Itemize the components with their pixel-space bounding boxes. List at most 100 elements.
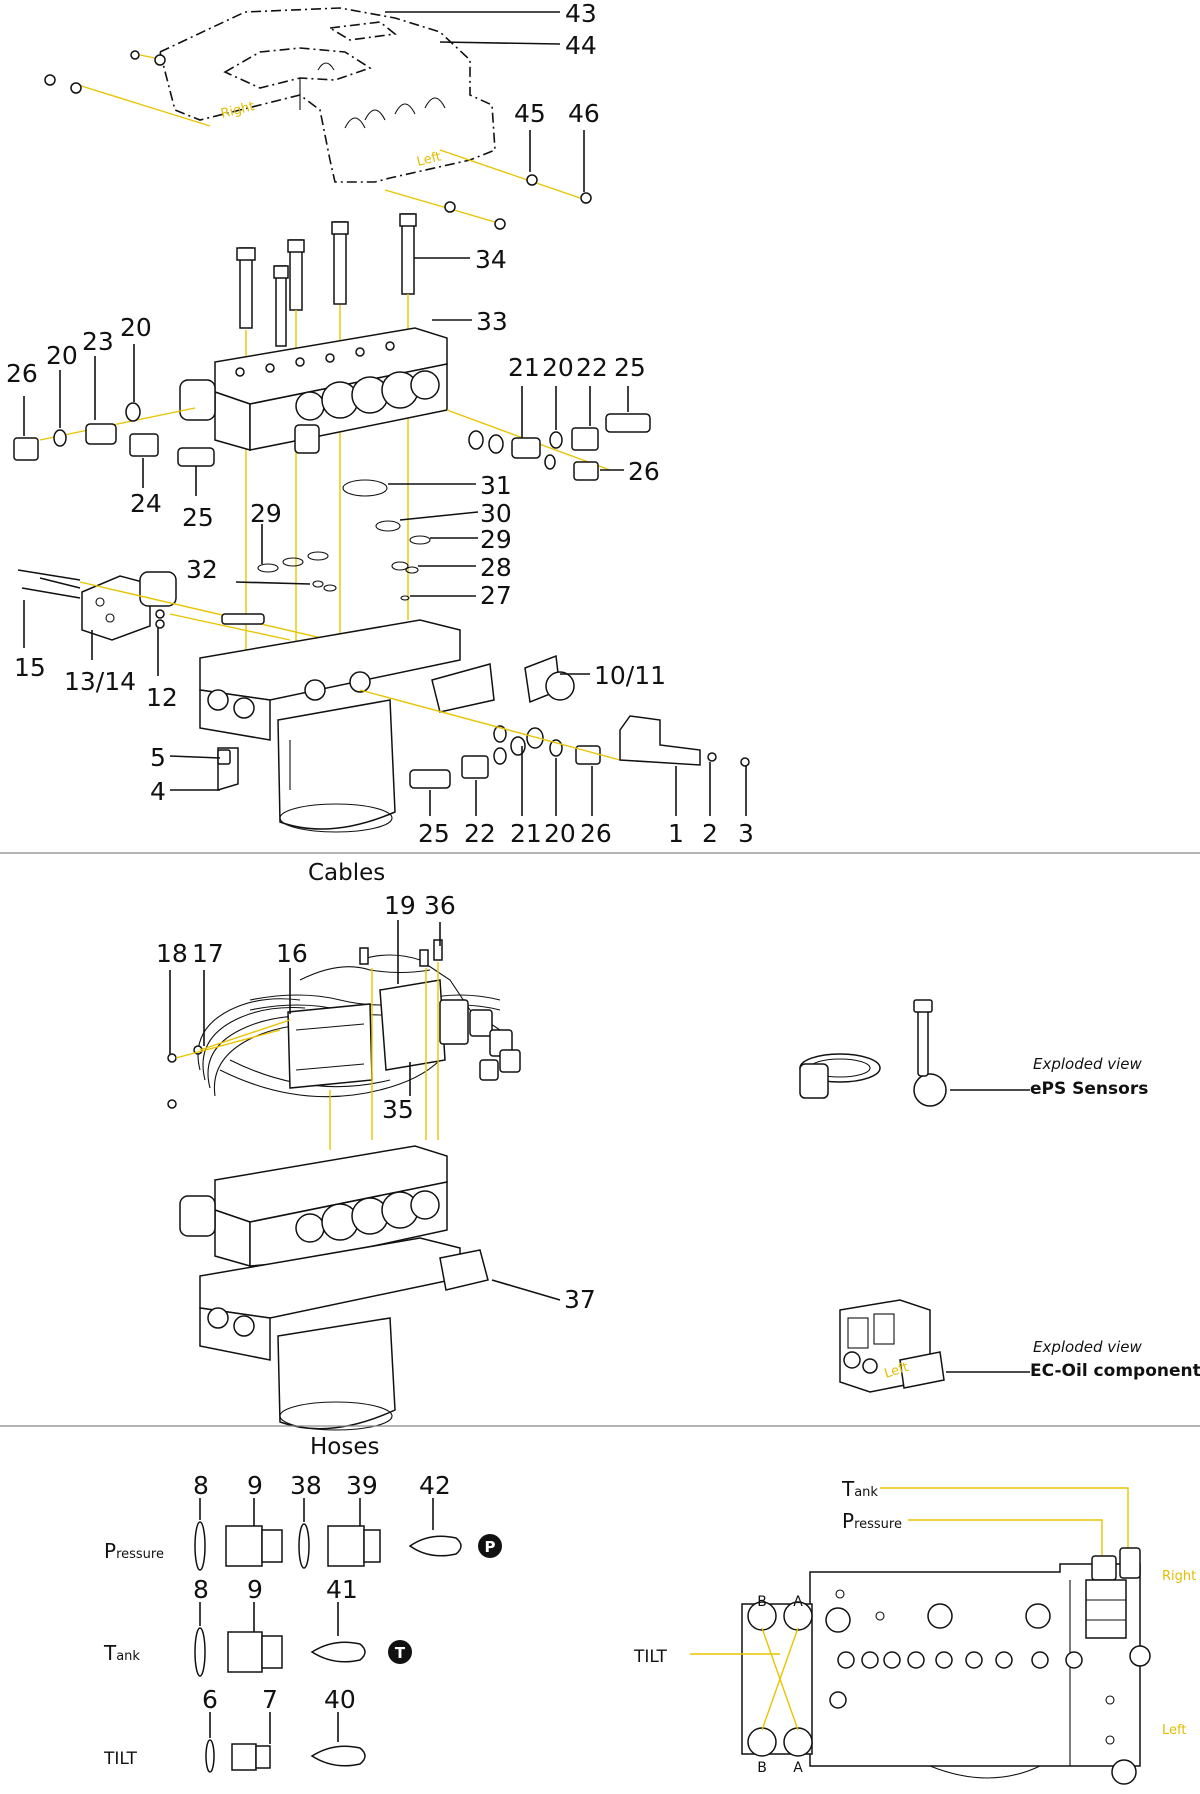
port-right-label: Right xyxy=(1162,1569,1196,1584)
callout-29-right: 29 xyxy=(480,525,512,554)
coil-10-11 xyxy=(524,654,575,704)
eps-title: ePS Sensors xyxy=(1030,1079,1148,1099)
hose-row-tank: Tank T 8 9 41 xyxy=(103,1575,412,1677)
callout-6: 6 xyxy=(202,1685,218,1714)
callout-34: 34 xyxy=(475,245,507,274)
callout-42: 42 xyxy=(419,1471,451,1500)
ec-oil-components: Left Exploded view EC-Oil components xyxy=(839,1299,1200,1393)
port-pressure-label: Pressure xyxy=(842,1509,902,1533)
callout-25-left: 25 xyxy=(182,503,214,532)
callout-45: 45 xyxy=(514,99,546,128)
left-fittings xyxy=(13,402,215,467)
callout-26-right: 26 xyxy=(628,457,660,486)
svg-text:T: T xyxy=(395,1644,406,1662)
tank-badge xyxy=(388,1640,412,1664)
callout-9-pressure: 9 xyxy=(247,1471,263,1500)
seals xyxy=(257,479,431,601)
hose-row-pressure: Pressure P 8 9 38 39 42 xyxy=(104,1471,502,1571)
callout-19: 19 xyxy=(384,891,416,920)
hoses-title: Hoses xyxy=(310,1434,379,1460)
bracket-1 xyxy=(619,715,750,767)
callout-30: 30 xyxy=(480,499,512,528)
callout-1: 1 xyxy=(668,819,684,848)
hoses-section: Hoses Pressure P 8 9 38 39 42 Tank xyxy=(103,1434,1196,1785)
port-tank-label: Tank xyxy=(841,1477,878,1501)
cables-section: Cables xyxy=(156,860,1200,1431)
callout-20-bottom: 20 xyxy=(544,819,576,848)
bottom-fittings xyxy=(359,689,621,789)
callout-20-right: 20 xyxy=(542,353,574,382)
callout-9-tank: 9 xyxy=(247,1575,263,1604)
callout-33: 33 xyxy=(476,307,508,336)
callout-41: 41 xyxy=(326,1575,358,1604)
callout-17: 17 xyxy=(192,939,224,968)
callout-25-bottom: 25 xyxy=(418,819,450,848)
callout-21-bottom: 21 xyxy=(510,819,542,848)
callout-28: 28 xyxy=(480,553,512,582)
callout-29-left: 29 xyxy=(250,499,282,528)
callouts-section2: 19 36 18 17 16 35 37 xyxy=(156,891,596,1314)
port-b-top: B xyxy=(757,1594,767,1610)
callout-39: 39 xyxy=(346,1471,378,1500)
port-a-bottom: A xyxy=(793,1760,803,1776)
callout-32: 32 xyxy=(186,555,218,584)
callout-8-pressure: 8 xyxy=(193,1471,209,1500)
callout-13-14: 13/14 xyxy=(64,667,136,696)
svg-text:P: P xyxy=(485,1538,496,1556)
callout-10-11: 10/11 xyxy=(594,661,666,690)
callout-44: 44 xyxy=(565,31,597,60)
callout-24: 24 xyxy=(130,489,162,518)
ec-caption: Exploded view xyxy=(1033,1338,1143,1356)
callout-37: 37 xyxy=(564,1285,596,1314)
hose-row-tilt: TILT 6 7 40 xyxy=(103,1685,366,1773)
solenoid-13-14 xyxy=(17,569,331,641)
callout-22-bottom: 22 xyxy=(464,819,496,848)
callout-26-left: 26 xyxy=(6,359,38,388)
callout-38: 38 xyxy=(290,1471,322,1500)
port-detail: Tank Pressure B A B A xyxy=(633,1477,1196,1785)
port-left-label: Left xyxy=(1162,1723,1186,1738)
callout-15: 15 xyxy=(14,653,46,682)
valve-block-33 xyxy=(39,327,611,471)
pressure-badge xyxy=(478,1534,502,1558)
bolts-34 xyxy=(236,213,417,660)
callout-3: 3 xyxy=(738,819,754,848)
callouts-section1: 43 44 45 46 34 33 26 20 23 20 24 25 21 2… xyxy=(6,0,754,848)
ec-left-label: Left xyxy=(883,1360,911,1382)
callout-27: 27 xyxy=(480,581,512,610)
callout-5: 5 xyxy=(150,743,166,772)
callout-16: 16 xyxy=(276,939,308,968)
callout-7: 7 xyxy=(262,1685,278,1714)
base-block xyxy=(199,613,495,833)
callout-23: 23 xyxy=(82,327,114,356)
callout-2: 2 xyxy=(702,819,718,848)
tilt-row-label: TILT xyxy=(103,1749,138,1769)
callout-21-right: 21 xyxy=(508,353,540,382)
cover-left-label: Left xyxy=(415,149,442,169)
callout-31: 31 xyxy=(480,471,512,500)
eps-sensors: Exploded view ePS Sensors xyxy=(799,999,1148,1107)
cables-title: Cables xyxy=(308,860,385,886)
callout-8-tank: 8 xyxy=(193,1575,209,1604)
callout-18: 18 xyxy=(156,939,188,968)
ec-title: EC-Oil components xyxy=(1030,1361,1200,1381)
pressure-row-label: Pressure xyxy=(104,1539,164,1563)
tank-row-label: Tank xyxy=(103,1641,140,1665)
callout-20-upper: 20 xyxy=(120,313,152,342)
valve-exploded-view: Right Left xyxy=(6,0,754,848)
eps-caption: Exploded view xyxy=(1033,1055,1143,1073)
cable-harness xyxy=(167,939,521,1150)
cover-right-label: Right xyxy=(219,99,256,122)
callout-12: 12 xyxy=(146,683,178,712)
callout-35: 35 xyxy=(382,1095,414,1124)
callout-26-bottom: 26 xyxy=(580,819,612,848)
callout-46: 46 xyxy=(568,99,600,128)
callout-25-right: 25 xyxy=(614,353,646,382)
cover-43-44: Right Left xyxy=(44,7,592,230)
right-fittings xyxy=(468,413,651,481)
callout-40: 40 xyxy=(324,1685,356,1714)
bracket-4-5 xyxy=(217,747,239,792)
callout-43: 43 xyxy=(565,0,597,28)
valve-assembly-cables xyxy=(179,1145,489,1431)
